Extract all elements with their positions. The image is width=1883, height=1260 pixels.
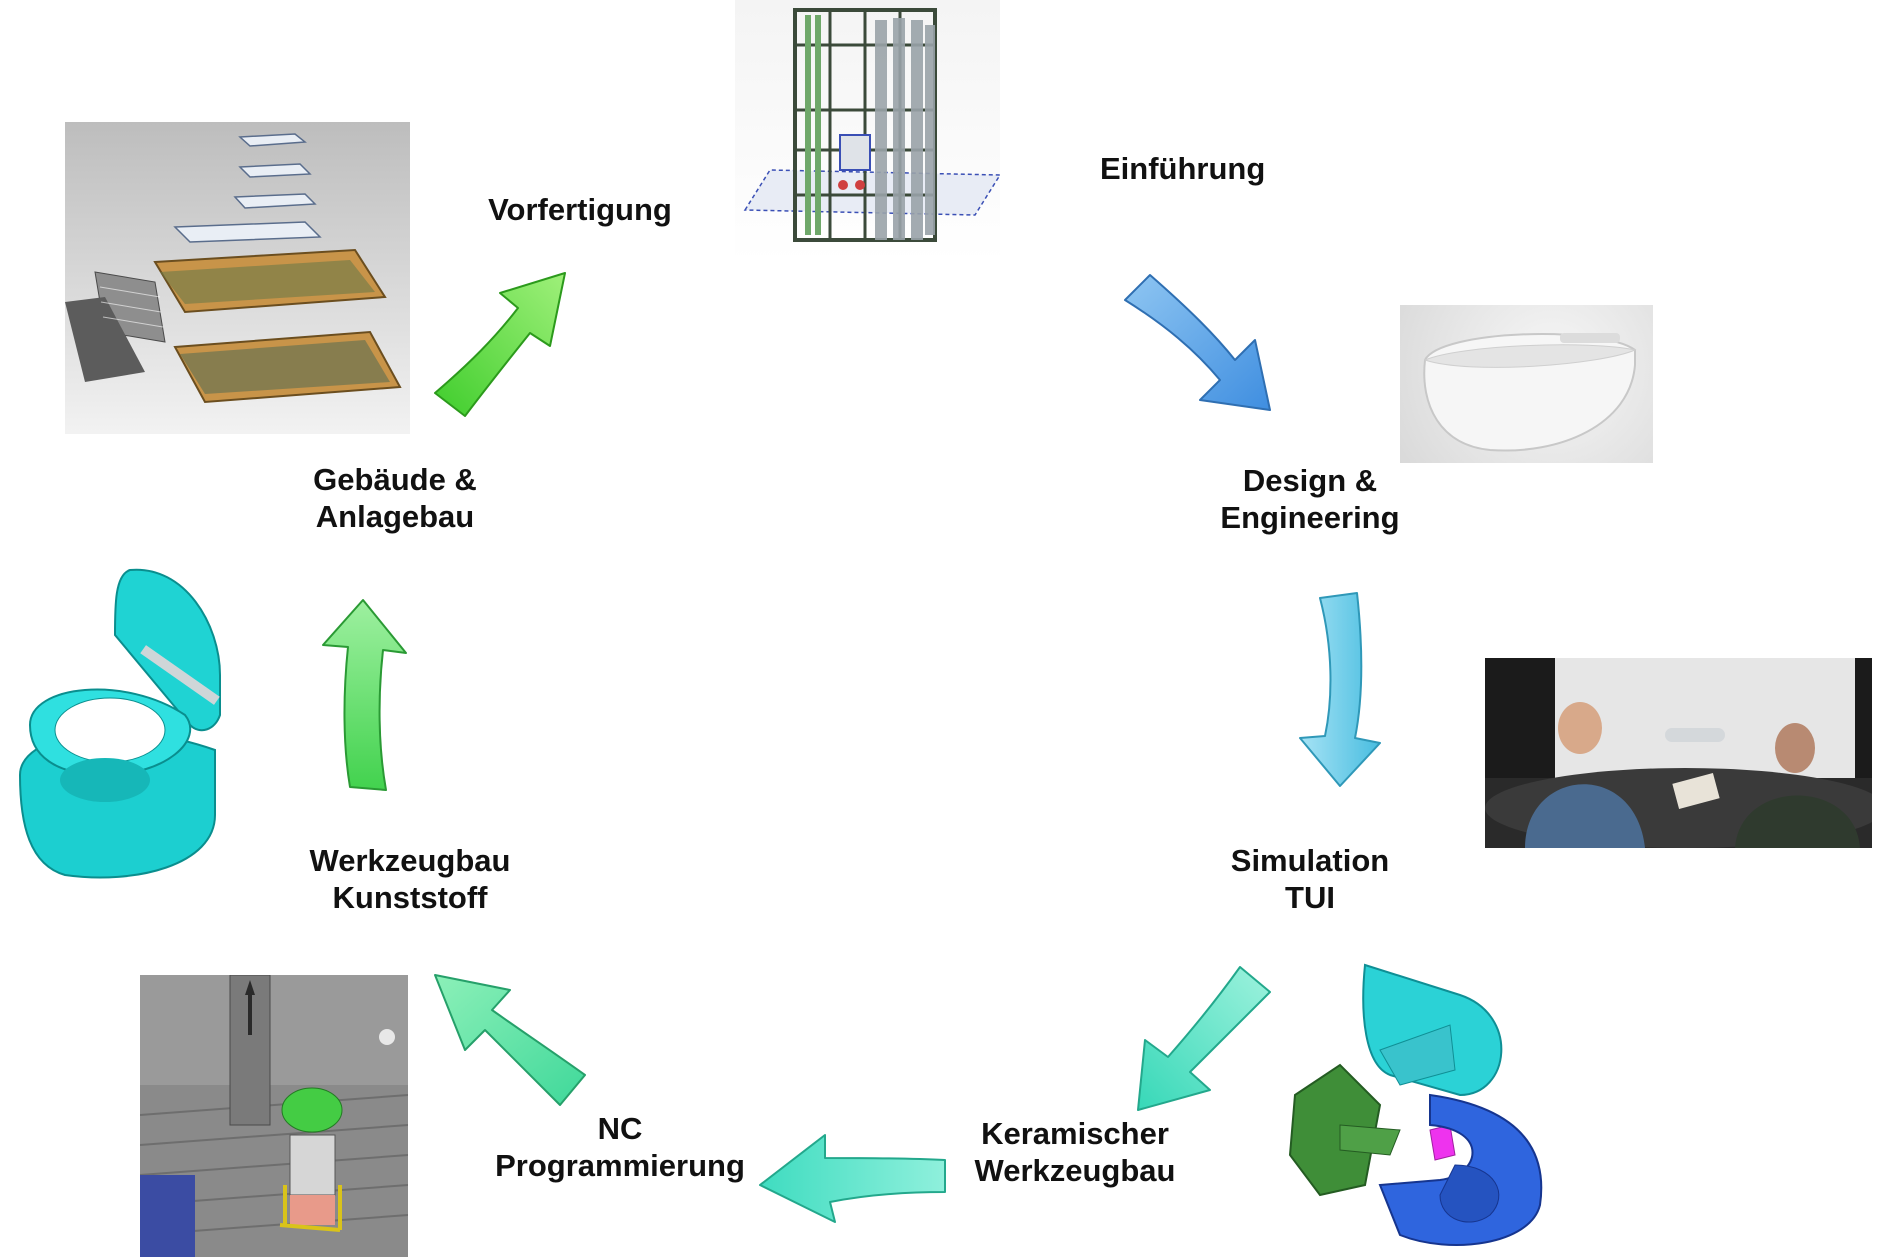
label-gebaeude-line1: Gebäude & bbox=[313, 462, 477, 497]
label-keramischer-werkzeugbau: Keramischer Werkzeugbau bbox=[965, 1115, 1185, 1189]
cnc-machining-image bbox=[140, 975, 408, 1257]
label-einfuehrung-line1: Einführung bbox=[1100, 151, 1266, 186]
tui-simulation-photo bbox=[1485, 658, 1872, 848]
label-keramischer-line1: Keramischer bbox=[981, 1116, 1169, 1151]
label-simulation-line2: TUI bbox=[1285, 880, 1335, 915]
label-einfuehrung: Einführung bbox=[1100, 150, 1266, 187]
label-gebaeude-line2: Anlagebau bbox=[315, 499, 475, 534]
label-simulation-tui: Simulation TUI bbox=[1215, 842, 1405, 916]
label-simulation-line1: Simulation bbox=[1230, 843, 1390, 878]
label-werkzeugbau-line1: Werkzeugbau bbox=[309, 843, 511, 878]
label-keramischer-line2: Werkzeugbau bbox=[974, 1153, 1176, 1188]
ceramic-mold-model-image bbox=[1280, 955, 1560, 1260]
plastic-toilet-model-image bbox=[15, 565, 225, 885]
label-vorfertigung: Vorfertigung bbox=[480, 191, 680, 228]
arrow-gebaeude-to-vorfertigung bbox=[434, 272, 566, 417]
label-gebaeude-anlagebau: Gebäude & Anlagebau bbox=[290, 461, 500, 535]
label-werkzeugbau-line2: Kunststoff bbox=[332, 880, 488, 915]
label-design-line2: Engineering bbox=[1220, 500, 1400, 535]
arrow-einfuehrung-to-design bbox=[1124, 274, 1271, 411]
arrow-nc-to-werkzeugbau bbox=[434, 974, 586, 1106]
arrow-design-to-simulation bbox=[1299, 592, 1381, 787]
label-werkzeugbau-kunststoff: Werkzeugbau Kunststoff bbox=[295, 842, 525, 916]
label-nc-line1: NC bbox=[597, 1111, 643, 1146]
arrow-werkzeugbau-to-gebaeude bbox=[322, 599, 407, 791]
label-nc-programmierung: NC Programmierung bbox=[490, 1110, 750, 1184]
label-design-line1: Design & bbox=[1242, 463, 1378, 498]
toilet-render-image bbox=[1400, 305, 1653, 463]
building-exploded-view-image bbox=[65, 122, 410, 434]
label-vorfertigung-line1: Vorfertigung bbox=[488, 192, 672, 227]
label-nc-line2: Programmierung bbox=[495, 1148, 745, 1183]
prefab-rack-image bbox=[735, 0, 1000, 263]
label-design-engineering: Design & Engineering bbox=[1205, 462, 1415, 536]
arrow-simulation-to-keramischer bbox=[1137, 966, 1271, 1111]
arrow-keramischer-to-nc bbox=[759, 1134, 946, 1223]
